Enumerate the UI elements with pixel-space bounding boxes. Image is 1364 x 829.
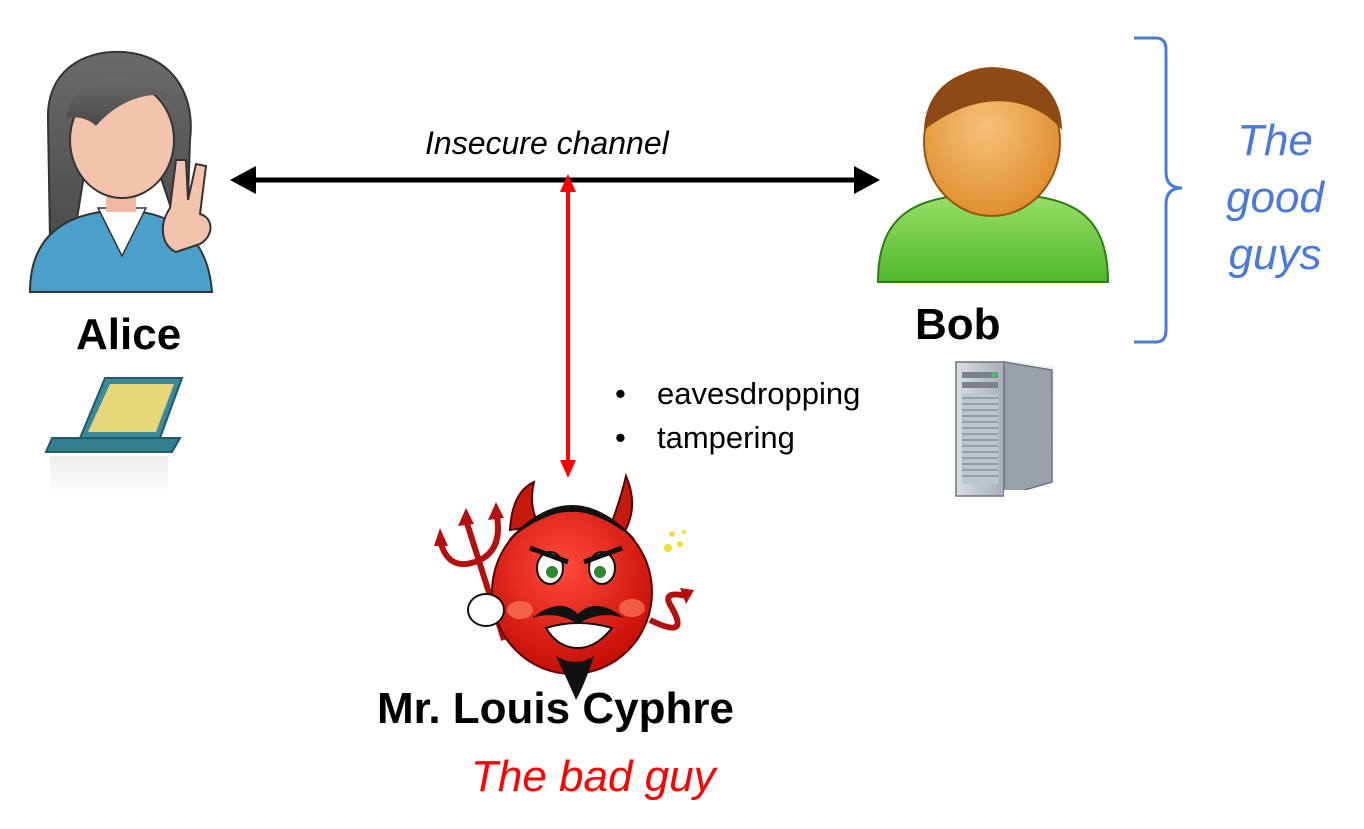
server-icon bbox=[955, 360, 1084, 498]
threat-list: eavesdropping tampering bbox=[612, 372, 860, 460]
villain-name: Mr. Louis Cyphre bbox=[377, 684, 734, 733]
laptop-icon bbox=[44, 377, 184, 496]
good-guys-line: guys bbox=[1228, 230, 1322, 279]
devil-icon bbox=[434, 472, 694, 700]
alice-name: Alice bbox=[76, 310, 182, 359]
villain-role: The bad guy bbox=[471, 752, 716, 801]
good-guys-line: good bbox=[1226, 173, 1324, 222]
threat-item: eavesdropping bbox=[612, 372, 860, 416]
attack-arrow bbox=[560, 174, 576, 478]
threat-item: tampering bbox=[612, 416, 860, 460]
channel-label: Insecure channel bbox=[425, 125, 669, 161]
insecure-channel-arrow bbox=[230, 166, 880, 194]
bob-name: Bob bbox=[915, 300, 1001, 349]
bob-avatar bbox=[876, 67, 1110, 283]
alice-avatar bbox=[28, 50, 214, 293]
good-guys-bracket bbox=[1134, 36, 1183, 344]
good-guys-line: The bbox=[1237, 116, 1313, 165]
good-guys-label: The good guys bbox=[1195, 112, 1355, 283]
